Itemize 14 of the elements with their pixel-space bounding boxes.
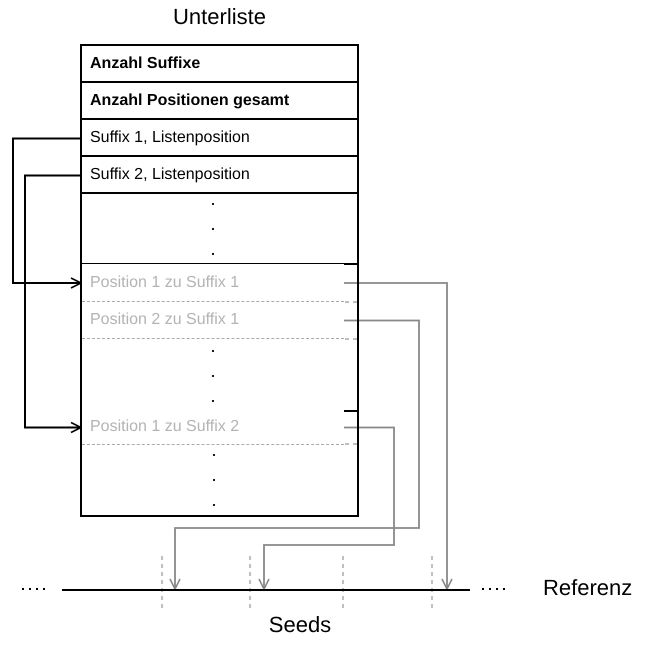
axis-label: Referenz bbox=[543, 575, 632, 601]
connector-arrow bbox=[24, 174, 82, 434]
connector-arrow bbox=[169, 320, 420, 590]
connector-arrow bbox=[12, 138, 82, 289]
position-row: Position 1 zu Suffix 1 bbox=[82, 264, 344, 302]
position-row: Position 1 zu Suffix 2 bbox=[82, 410, 344, 445]
connector-arrow bbox=[258, 426, 395, 590]
table-row: Anzahl Positionen gesamt bbox=[82, 83, 359, 120]
connector-arrow bbox=[344, 282, 453, 590]
axis-caption: Seeds bbox=[268, 612, 332, 638]
table-row: Suffix 1, Listenposition bbox=[82, 120, 359, 157]
table-row: Suffix 2, Listenposition bbox=[82, 157, 359, 194]
table-row: Anzahl Suffixe bbox=[82, 46, 359, 83]
table-title: Unterliste bbox=[172, 4, 267, 30]
